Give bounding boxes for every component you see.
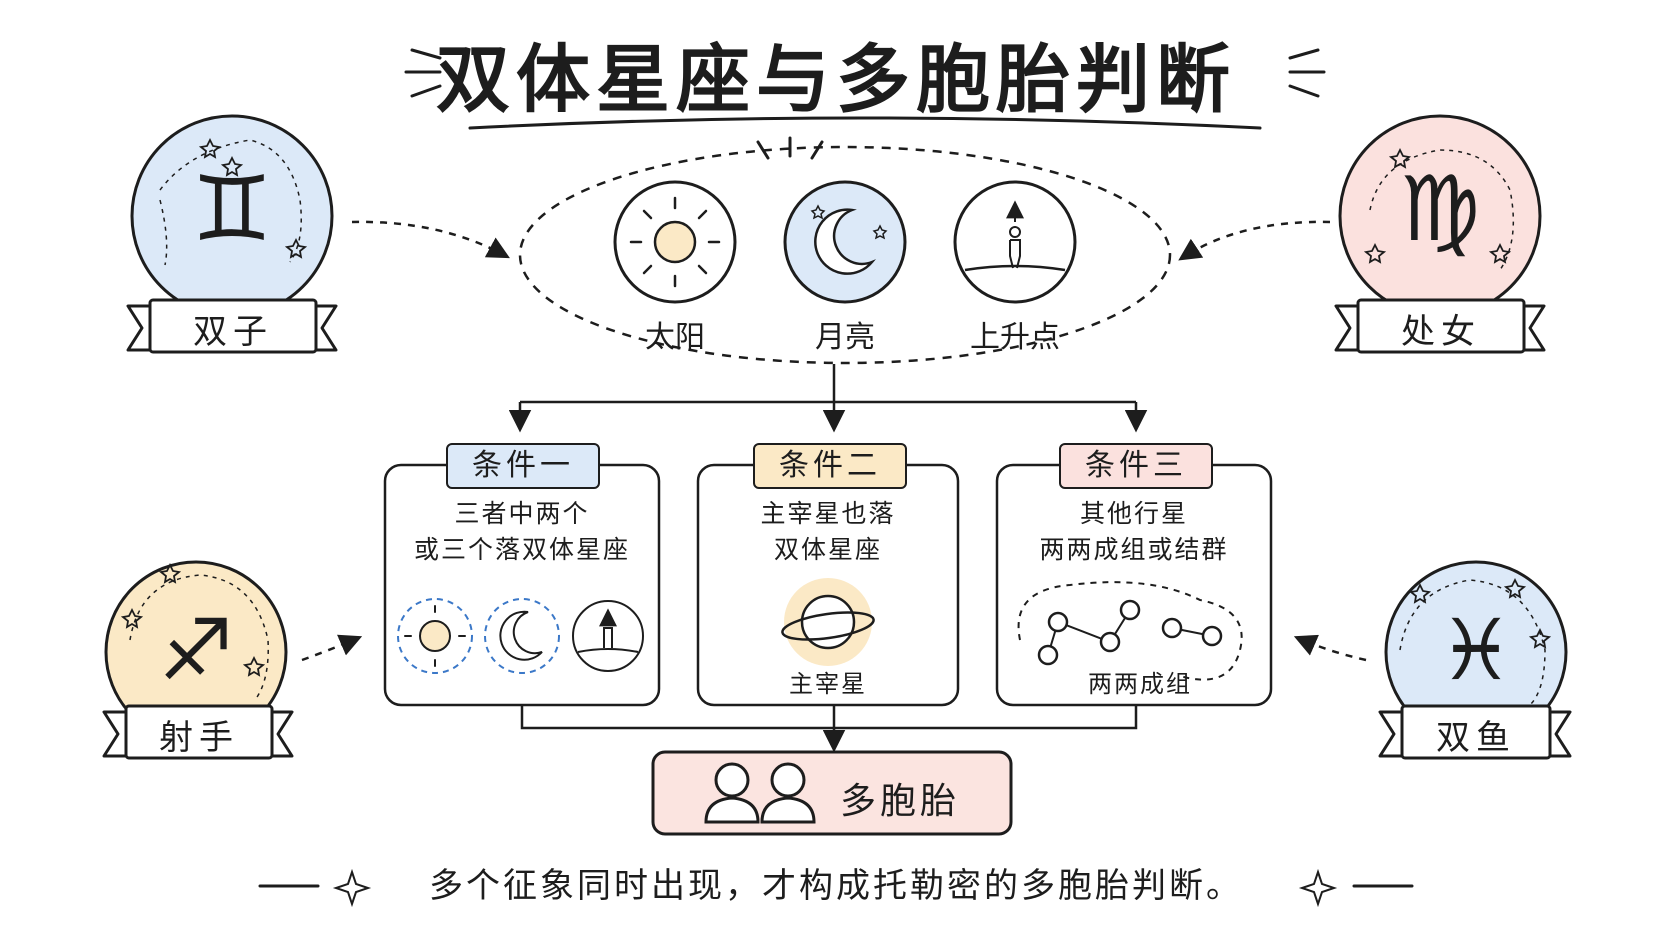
- gemini-label: 双子: [193, 312, 273, 352]
- condition2-line1: 主宰星也落: [760, 499, 896, 528]
- condition1-text: 三者中两个 或三个落双体星座: [385, 496, 659, 568]
- condition-connectors: [508, 364, 1148, 433]
- footer-note: 多个征象同时出现，才构成托勒密的多胞胎判断。: [429, 866, 1243, 906]
- planet-pairs-icon: [1017, 581, 1243, 681]
- virgo-label: 处女: [1401, 312, 1481, 352]
- pisces-label: 双鱼: [1436, 718, 1516, 758]
- globe-stars: [120, 137, 1552, 677]
- pisces-symbol-icon: ♓: [1438, 601, 1514, 699]
- ascendant-point-circle: [953, 180, 1077, 304]
- condition2-tag: 条件二: [753, 443, 907, 489]
- sagittarius-symbol-icon: ♐: [158, 601, 234, 699]
- title-decoration: [404, 48, 1326, 130]
- condition1-line1: 三者中两个: [454, 499, 590, 528]
- ascendant-label: 上升点: [970, 320, 1060, 355]
- condition3-tag: 条件三: [1059, 443, 1213, 489]
- condition1-tag: 条件一: [446, 443, 600, 489]
- virgo-symbol-icon: ♍: [1399, 157, 1481, 262]
- spark-decoration: [756, 136, 824, 160]
- core-points-ellipse: [518, 145, 1172, 365]
- condition2-text: 主宰星也落 双体星座: [698, 496, 958, 568]
- condition3-line2: 两两成组或结群: [1039, 535, 1229, 564]
- sagittarius-label: 射手: [159, 718, 239, 758]
- page-title: 双体星座与多胞胎判断: [436, 37, 1236, 123]
- sign-arrows: [301, 220, 1367, 662]
- condition1-line2: 或三个落双体星座: [413, 535, 630, 564]
- footer-decoration: [258, 868, 1414, 908]
- moon-point-circle: [783, 180, 907, 304]
- moon-label: 月亮: [815, 320, 875, 355]
- condition1-icons: [397, 598, 644, 674]
- result-label: 多胞胎: [840, 781, 961, 822]
- sun-label: 太阳: [645, 320, 705, 355]
- ruler-planet-icon: [781, 578, 875, 666]
- condition3-line1: 其他行星: [1079, 499, 1188, 528]
- twins-icon: [704, 762, 816, 824]
- condition2-line2: 双体星座: [773, 535, 882, 564]
- result-connector: [520, 705, 1138, 753]
- pairs-caption: 两两成组: [1088, 670, 1192, 698]
- sun-point-circle: [613, 180, 737, 304]
- condition-cards: [383, 463, 1273, 707]
- sign-banners: [102, 298, 1572, 760]
- gemini-symbol-icon: ♊: [191, 157, 273, 262]
- condition3-text: 其他行星 两两成组或结群: [997, 496, 1271, 568]
- ruler-caption: 主宰星: [789, 670, 867, 698]
